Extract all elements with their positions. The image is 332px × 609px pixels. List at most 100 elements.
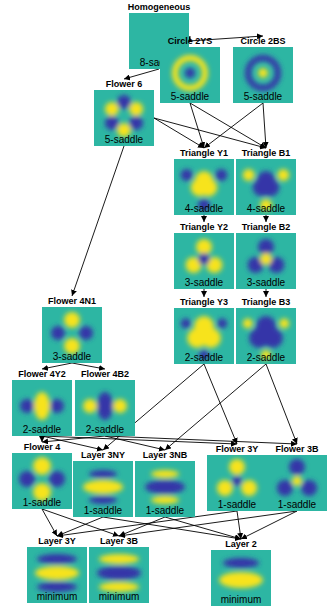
pattern-tile: 5-saddle (233, 47, 293, 103)
state-name: Triangle B1 (234, 148, 298, 159)
state-node: Layer 3B minimum (87, 536, 151, 603)
state-node: Flower 3Y 1-saddle (205, 444, 269, 511)
pattern-tile: minimum (27, 547, 87, 603)
pattern-tile: 4-saddle (236, 159, 296, 215)
state-name: Layer 3Y (25, 536, 89, 547)
pattern-tile: 1-saddle (73, 461, 133, 517)
state-node: Flower 4N1 3-saddle (40, 296, 104, 363)
transition-arrow (190, 103, 266, 148)
saddle-index: minimum (89, 591, 149, 602)
state-name: Triangle Y3 (172, 297, 236, 308)
state-name: Layer 3NY (71, 450, 135, 461)
pattern-tile: 1-saddle (267, 455, 327, 511)
state-node: Flower 4 1-saddle (10, 442, 74, 509)
saddle-index: minimum (27, 591, 87, 602)
transition-arrow (237, 511, 241, 539)
saddle-index: 5-saddle (233, 91, 293, 102)
saddle-index: 3-saddle (42, 351, 102, 362)
pattern-tile: 2-saddle (236, 308, 296, 364)
saddle-index: 1-saddle (12, 497, 72, 508)
state-node: Flower 4B2 2-saddle (73, 369, 137, 436)
saddle-index: 2-saddle (174, 352, 234, 363)
state-name: Layer 3B (87, 536, 151, 547)
state-name: Flower 4N1 (40, 296, 104, 307)
saddle-index: 3-saddle (174, 277, 234, 288)
transition-arrow (105, 436, 297, 444)
state-name: Flower 4 (10, 442, 74, 453)
saddle-index: 1-saddle (267, 499, 327, 510)
saddle-index: 2-saddle (236, 352, 296, 363)
saddle-index: 4-saddle (174, 203, 234, 214)
state-name: Homogeneous (126, 2, 193, 13)
transition-arrow (266, 215, 267, 222)
transition-arrow (241, 511, 297, 539)
pattern-tile: 3-saddle (174, 233, 234, 289)
saddle-index: 1-saddle (135, 505, 195, 516)
state-name: Circle 2BS (231, 36, 295, 47)
state-node: Layer 3Y minimum (25, 536, 89, 603)
saddle-index: 3-saddle (236, 277, 296, 288)
transition-arrow (266, 364, 297, 444)
state-name: Flower 4Y2 (10, 369, 74, 380)
saddle-index: 5-saddle (160, 91, 220, 102)
pattern-tile: 5-saddle (160, 47, 220, 103)
transition-arrow (42, 436, 43, 442)
state-node: Flower 3B 1-saddle (265, 444, 329, 511)
state-node: Circle 2BS 5-saddle (231, 36, 295, 103)
transition-arrow (204, 215, 205, 222)
transition-arrow (42, 436, 105, 442)
transition-arrow (204, 289, 205, 297)
state-name: Layer 3NB (133, 450, 197, 461)
state-node: Triangle B3 2-saddle (234, 297, 298, 364)
pattern-tile: 5-saddle (94, 90, 154, 146)
pattern-tile: minimum (89, 547, 149, 603)
state-node: Layer 3NB 1-saddle (133, 450, 197, 517)
state-node: Circle 2YS 5-saddle (158, 36, 222, 103)
state-node: Layer 3NY 1-saddle (71, 450, 135, 517)
state-node: Triangle B2 3-saddle (234, 222, 298, 289)
transition-arrow (72, 363, 105, 369)
pattern-tile: 2-saddle (75, 380, 135, 436)
transition-arrow (124, 69, 159, 79)
pattern-tile: 3-saddle (42, 307, 102, 363)
pattern-tile: 1-saddle (12, 453, 72, 509)
saddle-index: 2-saddle (12, 424, 72, 435)
pattern-tile: 2-saddle (12, 380, 72, 436)
state-name: Triangle Y1 (172, 148, 236, 159)
state-node: Flower 4Y2 2-saddle (10, 369, 74, 436)
transition-arrow (165, 364, 266, 450)
transition-arrow (204, 364, 237, 444)
state-name: Triangle Y2 (172, 222, 236, 233)
pattern-tile: 4-saddle (174, 159, 234, 215)
state-node: Triangle Y3 2-saddle (172, 297, 236, 364)
state-node: Flower 6 5-saddle (92, 79, 156, 146)
state-name: Flower 3Y (205, 444, 269, 455)
saddle-index: minimum (211, 594, 271, 605)
pattern-tile: 3-saddle (236, 233, 296, 289)
transition-arrow (42, 363, 72, 369)
pattern-tile: minimum (211, 550, 271, 606)
state-name: Flower 6 (92, 79, 156, 90)
saddle-index: 2-saddle (75, 424, 135, 435)
state-name: Triangle B3 (234, 297, 298, 308)
state-node: Triangle B1 4-saddle (234, 148, 298, 215)
transition-arrow (263, 103, 266, 148)
pattern-tile: 2-saddle (174, 308, 234, 364)
state-name: Flower 3B (265, 444, 329, 455)
state-node: Triangle Y2 3-saddle (172, 222, 236, 289)
saddle-index: 5-saddle (94, 134, 154, 145)
state-name: Circle 2YS (158, 36, 222, 47)
saddle-index: 4-saddle (236, 203, 296, 214)
state-name: Flower 4B2 (73, 369, 137, 380)
transition-arrow (266, 289, 267, 297)
pattern-tile: 1-saddle (135, 461, 195, 517)
state-name: Layer 2 (209, 539, 273, 550)
state-node: Triangle Y1 4-saddle (172, 148, 236, 215)
saddle-index: 1-saddle (73, 505, 133, 516)
transition-arrow (72, 146, 124, 296)
transition-arrow (204, 103, 263, 148)
saddle-index: 1-saddle (207, 499, 267, 510)
state-name: Triangle B2 (234, 222, 298, 233)
state-node: Layer 2 minimum (209, 539, 273, 606)
